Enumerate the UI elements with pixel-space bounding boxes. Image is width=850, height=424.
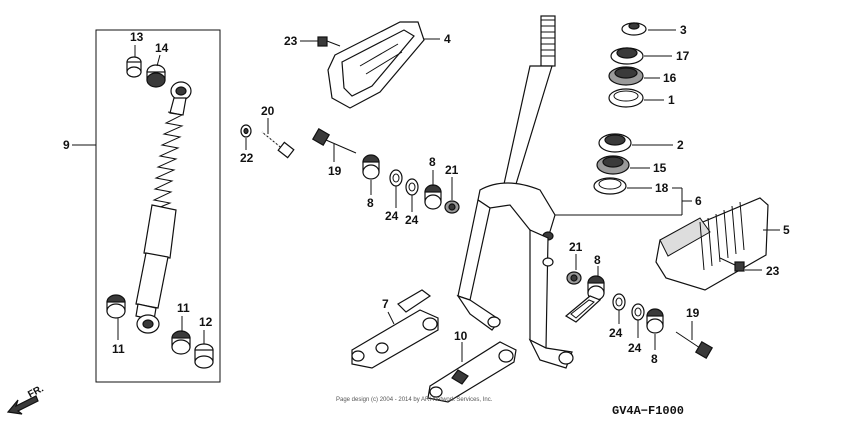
part-8-bushing-lower-b bbox=[646, 308, 664, 350]
callout-21-upper[interactable]: 21 bbox=[445, 163, 459, 177]
part-10-link bbox=[427, 341, 517, 403]
fork-crown bbox=[477, 182, 556, 239]
callout-8-lower-b[interactable]: 8 bbox=[651, 352, 658, 366]
callout-2[interactable]: 2 bbox=[677, 138, 684, 152]
stem-tube bbox=[503, 65, 553, 185]
part-23-bolt-lower bbox=[719, 257, 762, 272]
callout-19-lower[interactable]: 19 bbox=[686, 306, 700, 320]
callout-10[interactable]: 10 bbox=[454, 329, 468, 343]
callout-9[interactable]: 9 bbox=[63, 138, 70, 152]
callout-8-lower-a[interactable]: 8 bbox=[594, 253, 601, 267]
callout-22[interactable]: 22 bbox=[240, 151, 254, 165]
fork-left-leg bbox=[457, 199, 491, 301]
callout-7[interactable]: 7 bbox=[382, 297, 389, 311]
callout-6[interactable]: 6 bbox=[695, 194, 702, 208]
callout-17[interactable]: 17 bbox=[676, 49, 690, 63]
part-12-collar bbox=[194, 343, 214, 369]
part-8-bushing-lower-a bbox=[587, 266, 605, 301]
callout-24-lower-b[interactable]: 24 bbox=[628, 341, 642, 355]
part-21-nut-upper bbox=[444, 177, 460, 214]
part-19-bolt-lower bbox=[675, 321, 714, 360]
part-14-bushing bbox=[146, 64, 166, 88]
part-24-washer-lower-b bbox=[631, 303, 645, 338]
part-15-steel-ball-lower bbox=[596, 155, 650, 175]
callout-12[interactable]: 12 bbox=[199, 315, 213, 329]
part-11-bushing-left bbox=[106, 294, 126, 319]
part-19-bolt-upper bbox=[311, 127, 357, 162]
shock-group-frame bbox=[95, 29, 221, 383]
callout-15[interactable]: 15 bbox=[653, 161, 667, 175]
arrow-icon bbox=[6, 395, 39, 415]
callout-11-right[interactable]: 11 bbox=[177, 301, 190, 315]
callout-23-upper[interactable]: 23 bbox=[284, 34, 298, 48]
callout-11-left[interactable]: 11 bbox=[112, 342, 125, 356]
part-20-bolt bbox=[261, 118, 295, 159]
shock-bottom-eye-hole bbox=[142, 319, 154, 329]
callout-14[interactable]: 14 bbox=[155, 41, 169, 55]
copyright-notice: Page design (c) 2004 - 2014 by ARI Netwo… bbox=[336, 397, 493, 403]
callout-4[interactable]: 4 bbox=[444, 32, 451, 46]
callout-21-lower[interactable]: 21 bbox=[569, 240, 583, 254]
part-16-steel-ball-upper bbox=[608, 66, 660, 86]
part-13-collar bbox=[126, 56, 142, 78]
front-direction-arrow: FR. bbox=[6, 383, 46, 415]
callout-8-upper-b[interactable]: 8 bbox=[429, 155, 436, 169]
part-24-washer-upper-b bbox=[405, 178, 419, 212]
part-1-ball-race-upper bbox=[608, 88, 664, 108]
callout-8-upper-a[interactable]: 8 bbox=[367, 196, 374, 210]
part-5-cover bbox=[655, 197, 780, 291]
shock-top-eye-hole bbox=[175, 86, 187, 96]
clip-plate bbox=[564, 295, 602, 323]
diagram-code: GV4A−F1000 bbox=[612, 404, 684, 418]
callout-19-upper[interactable]: 19 bbox=[328, 164, 342, 178]
steering-stem-fork bbox=[456, 15, 574, 369]
callout-23-lower[interactable]: 23 bbox=[766, 264, 780, 278]
callout-18[interactable]: 18 bbox=[655, 181, 669, 195]
callout-3[interactable]: 3 bbox=[680, 23, 687, 37]
part-8-bushing-upper-a bbox=[362, 154, 380, 195]
part-18-cone-race-lower bbox=[593, 177, 652, 195]
part-24-washer-upper-a bbox=[389, 169, 403, 208]
shock-absorber bbox=[135, 81, 192, 334]
part-4-cover bbox=[327, 21, 440, 109]
shock-spring bbox=[152, 111, 184, 211]
callout-20[interactable]: 20 bbox=[261, 104, 275, 118]
fork-right-leg bbox=[529, 229, 549, 349]
callout-13[interactable]: 13 bbox=[130, 30, 144, 44]
part-22-washer bbox=[240, 124, 252, 150]
part-7-link bbox=[351, 289, 439, 369]
stem-threaded-top bbox=[540, 15, 556, 67]
callout-numbers: 13 14 9 11 11 12 23 4 20 22 19 8 8 24 24… bbox=[63, 23, 790, 366]
shock-upper-body bbox=[143, 204, 177, 259]
part-8-bushing-upper-b bbox=[424, 170, 442, 210]
part-6-bracket-lines bbox=[555, 187, 692, 216]
front-marker-label: FR. bbox=[26, 383, 46, 400]
shock-lower-body bbox=[135, 252, 169, 309]
part-21-nut-lower bbox=[566, 254, 582, 285]
shock-absorber-group bbox=[72, 29, 221, 383]
callout-5[interactable]: 5 bbox=[783, 223, 790, 237]
part-23-bolt-upper bbox=[300, 36, 341, 47]
callout-24-lower-a[interactable]: 24 bbox=[609, 326, 623, 340]
callout-24-upper-a[interactable]: 24 bbox=[385, 209, 399, 223]
part-24-washer-lower-a bbox=[612, 293, 626, 324]
callout-24-upper-b[interactable]: 24 bbox=[405, 213, 419, 227]
callout-1[interactable]: 1 bbox=[668, 93, 675, 107]
part-2-ball-race-lower bbox=[598, 133, 673, 153]
part-11-bushing-right bbox=[171, 330, 191, 355]
part-3-lock-nut bbox=[621, 22, 676, 36]
part-17-cone-race bbox=[610, 47, 672, 65]
callout-16[interactable]: 16 bbox=[663, 71, 677, 85]
